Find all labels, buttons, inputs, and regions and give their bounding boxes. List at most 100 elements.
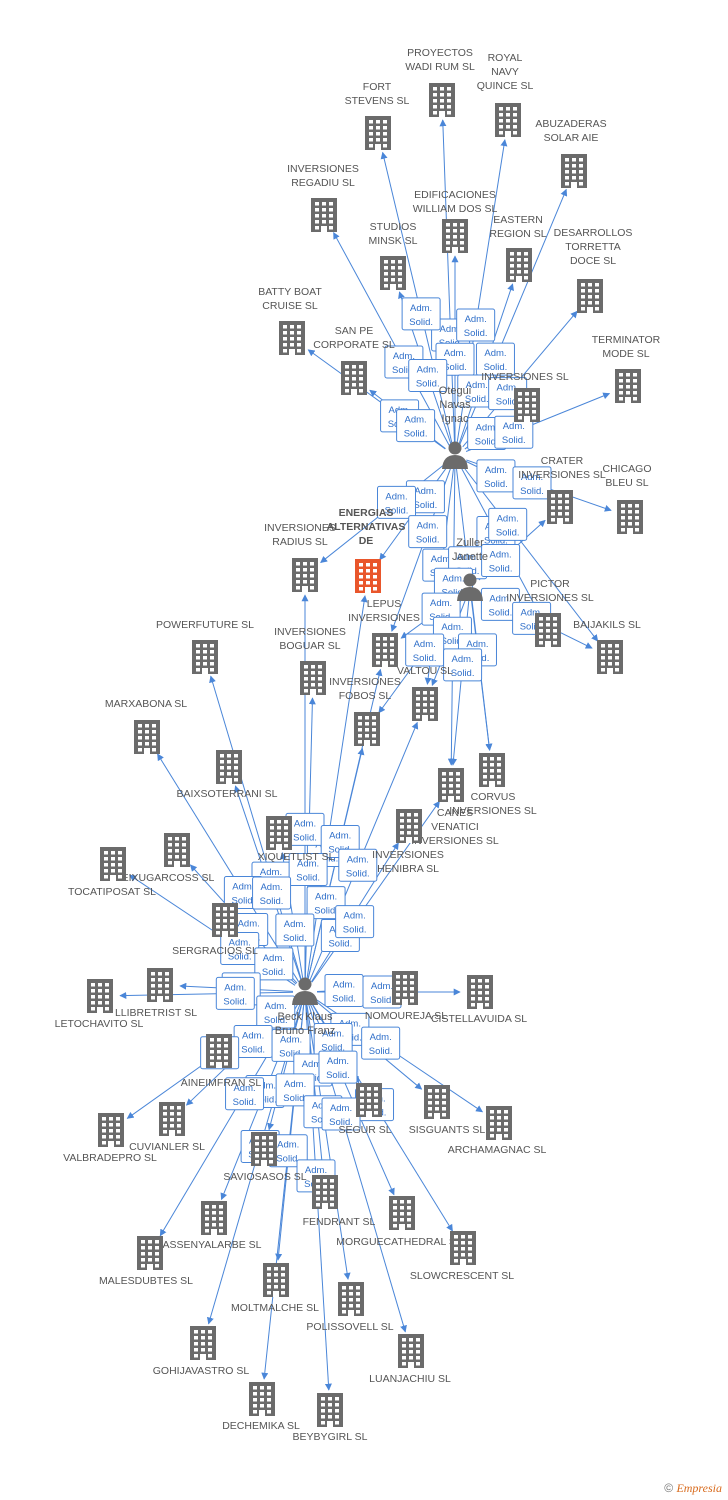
edge-badge-box <box>318 1050 358 1084</box>
company-node-c51[interactable]: POLISSOVELL SL <box>306 1282 394 1333</box>
company-node-c43[interactable]: SEGUR SL <box>338 1083 392 1136</box>
company-node-c30[interactable]: XIQUETLIST SL <box>258 816 335 863</box>
company-node-c47[interactable]: MORGUECATHEDRAL SL <box>336 1196 462 1248</box>
edge-badge-p3-c37[interactable]: Adm.Solid. <box>362 975 402 1009</box>
edge-badge-p3-c39[interactable]: Adm.Solid. <box>233 1025 273 1059</box>
company-node-c54[interactable]: DECHEMIKA SL <box>222 1382 300 1432</box>
edge-badge-p3-c36[interactable]: Adm.Solid. <box>324 973 364 1007</box>
edge-badge-p1-c7[interactable]: Adm.Solid. <box>457 374 497 408</box>
company-node-c25[interactable]: MARXABONA SL <box>105 698 187 754</box>
company-node-c35[interactable]: LETOCHAVITO SL <box>55 979 144 1030</box>
company-node-c32[interactable]: TOCATIPOSAT SL <box>68 847 156 898</box>
company-node-c39[interactable]: CUVIANLER SL <box>129 1102 205 1153</box>
brand-name[interactable]: Empresia <box>676 1481 722 1495</box>
company-node-c37[interactable]: CISTELLAVUIDA SL <box>431 975 527 1025</box>
edge-badge-p1-c9[interactable]: Adm.Solid. <box>408 358 448 392</box>
company-node-c50[interactable]: MOLTMALCHE SL <box>231 1263 319 1314</box>
edge-badge-p3-c38[interactable]: Adm.Solid. <box>256 995 296 1029</box>
edge-badge-p1-c15[interactable]: Adm.Solid. <box>512 466 552 500</box>
edge-badge-p3-c53[interactable]: Adm.Solid. <box>321 1097 361 1131</box>
edge-badge-p1-c11[interactable]: Adm.Solid. <box>396 409 436 443</box>
company-node-c40[interactable]: VALBRADEPRO SL <box>63 1113 157 1164</box>
company-node-c48[interactable]: MALESDUBTES SL <box>99 1236 193 1287</box>
edge-badge-p2-c14[interactable]: Adm.Solid. <box>481 543 521 577</box>
edge-badge-p1-c13[interactable]: Adm.Solid. <box>494 415 534 449</box>
company-node-c46[interactable]: ASSENYALARBE SL <box>162 1201 262 1251</box>
edge-badge-p3-c48[interactable]: Adm.Solid. <box>225 1077 265 1111</box>
company-node-c12[interactable]: INVERSIONES SL <box>481 371 569 422</box>
company-node-c19[interactable]: BAIJAKILS SL <box>573 619 641 674</box>
company-node-c42[interactable]: ARCHAMAGNAC SL <box>448 1106 547 1156</box>
company-label: FOBOS SL <box>339 690 392 702</box>
edge-badge-p3-c27[interactable]: Adm.Solid. <box>335 905 375 939</box>
company-node-c52[interactable]: GOHIJAVASTRO SL <box>153 1326 250 1377</box>
company-node-c21[interactable]: POWERFUTURE SL <box>156 619 254 674</box>
company-node-c41[interactable]: SISGUANTS SL <box>409 1085 486 1136</box>
edge-label-line: Solid. <box>413 653 437 664</box>
edge-badge-p1-c2[interactable]: Adm.Solid. <box>456 308 496 342</box>
company-node-c55[interactable]: BEYBYGIRL SL <box>293 1393 368 1443</box>
edge-label-line: Solid. <box>404 429 428 440</box>
company-node-c38[interactable]: AINEIMFRAN SL <box>181 1034 262 1089</box>
company-node-c33[interactable]: SERGRACIOS SL <box>172 903 258 957</box>
company-node-c45[interactable]: FENDRANT SL <box>303 1175 376 1228</box>
edge-badge-p3-c32[interactable]: Adm.Solid. <box>220 931 260 965</box>
edge-badge-p1-c19[interactable]: Adm.Solid. <box>488 507 528 541</box>
edge-badge-p2-c27[interactable]: Adm.Solid. <box>443 648 483 682</box>
edge-badge-p3-c23[interactable]: Adm.Solid. <box>338 848 378 882</box>
edge-badge-box <box>275 913 315 947</box>
edge-badge-p2-c18[interactable]: Adm.Solid. <box>480 587 520 621</box>
company-node-c28[interactable]: BAIXSOTERRANI SL <box>177 750 278 800</box>
edge-badge-p3-c33[interactable]: Adm.Solid. <box>254 947 294 981</box>
edge-badge-p1-c3[interactable]: Adm.Solid. <box>401 297 441 331</box>
edge-label-line: Adm. <box>327 1056 349 1067</box>
edge-badge-p3-c54[interactable]: Adm.Solid. <box>268 1134 308 1168</box>
edge-badge-p3-c22[interactable]: Adm.Solid. <box>288 853 328 887</box>
edge-badge-p3-c44[interactable]: Adm.Solid. <box>271 1028 311 1062</box>
company-node-c23[interactable]: VALTOU SL <box>397 665 453 721</box>
edge-badge-p3-c42[interactable]: Adm.Solid. <box>361 1026 401 1060</box>
company-node-c49[interactable]: SLOWCRESCENT SL <box>410 1231 514 1282</box>
edge-badge-p2-c24[interactable]: Adm.Solid. <box>405 633 445 667</box>
edge-badge-p3-c28[interactable]: Adm.Solid. <box>252 876 292 910</box>
edge-badge-p3-c35[interactable]: Adm.Solid. <box>215 976 255 1010</box>
edge-badge-p3-c47[interactable]: Adm.Solid. <box>318 1050 358 1084</box>
company-node-c31[interactable]: EIXUGARCOSS SL <box>122 833 215 884</box>
edge-badge-p3-c30[interactable]: Adm.Solid. <box>275 913 315 947</box>
edge-badge-p1-c20[interactable]: Adm.Solid. <box>408 515 448 549</box>
edge-badge-p1-c14[interactable]: Adm.Solid. <box>476 459 516 493</box>
company-node-c36[interactable]: NOMOUREJA SL <box>365 971 447 1022</box>
edge-badge-p3-c43[interactable]: Adm.Solid. <box>313 1023 353 1057</box>
company-node-c53[interactable]: LUANJACHIU SL <box>369 1334 451 1385</box>
company-label: BOGUAR SL <box>279 640 340 652</box>
company-node-c44[interactable]: SAVIOSASOS SL <box>223 1132 307 1183</box>
company-node-c34[interactable]: LLIBRETRIST SL <box>115 968 197 1019</box>
edge-badge-p1-c17[interactable]: Adm.Solid. <box>377 485 416 519</box>
